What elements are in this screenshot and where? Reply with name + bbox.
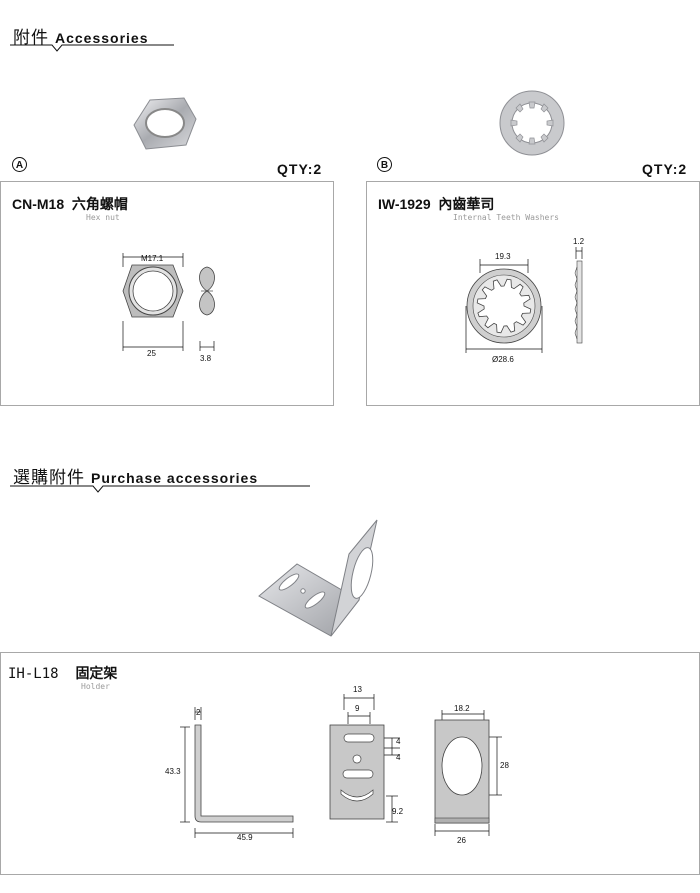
qty-b: QTY:2	[642, 161, 688, 177]
dim-gap1: 4	[396, 737, 401, 746]
hex-nut-photo	[133, 97, 197, 150]
accessories-heading: 附件 Accessories	[13, 23, 149, 48]
dim-hole-w: 18.2	[454, 704, 470, 713]
dim-thread: M17.1	[141, 254, 164, 263]
hex-nut-drawing: M17.1 25 3.8	[122, 253, 215, 363]
purchase-title-en: Purchase accessories	[91, 470, 259, 486]
dim-holder-thickness: 2	[196, 708, 201, 717]
dim-inner: 19.3	[495, 252, 511, 261]
accessories-underline	[10, 44, 174, 52]
accessories-title-cn: 附件	[13, 28, 49, 47]
dim-washer-thickness: 1.2	[573, 237, 585, 246]
washer-code-text: IW-1929	[378, 196, 431, 212]
marker-a: A	[12, 157, 27, 172]
dim-width-outer: 13	[353, 685, 362, 694]
purchase-underline	[10, 485, 310, 493]
dim-bottom: 9.2	[392, 807, 404, 816]
accessories-title-en: Accessories	[55, 30, 149, 46]
washer-photo	[499, 90, 565, 156]
holder-drawing: 2 43.3 45.9 13 9 4 4 9.2 18.2 28 26	[165, 685, 509, 845]
dim-slot: 9	[355, 704, 360, 713]
dim-width: 25	[147, 349, 156, 358]
purchase-title-cn: 選購附件	[13, 468, 85, 487]
washer-name-cn: 內齒華司	[438, 196, 495, 212]
washer-name-en: Internal Teeth Washers	[453, 213, 559, 222]
dim-outer: Ø28.6	[492, 355, 514, 364]
dim-hole-h: 28	[500, 761, 509, 770]
bracket-photo	[258, 519, 378, 637]
dim-thickness: 3.8	[200, 354, 212, 363]
holder-code: IH-L18 固定架	[8, 663, 117, 683]
holder-name-en: Holder	[81, 682, 110, 691]
washer-drawing: 19.3 1.2 Ø28.6	[465, 237, 585, 364]
hex-nut-code-text: CN-M18	[12, 196, 65, 212]
holder-panel: IH-L18 固定架 Holder	[0, 652, 700, 875]
hex-nut-panel: CN-M18 六角螺帽 Hex nut	[0, 181, 334, 406]
hex-nut-code: CN-M18 六角螺帽	[12, 194, 128, 214]
purchase-heading: 選購附件 Purchase accessories	[13, 463, 258, 488]
marker-b: B	[377, 157, 392, 172]
washer-code: IW-1929 內齒華司	[378, 194, 494, 214]
qty-a: QTY:2	[277, 161, 323, 177]
dim-face-w: 26	[457, 836, 466, 845]
hex-nut-name-cn: 六角螺帽	[71, 196, 128, 212]
hex-nut-name-en: Hex nut	[86, 213, 120, 222]
dim-gap2: 4	[396, 753, 401, 762]
dim-holder-length: 45.9	[237, 833, 253, 842]
dim-holder-height: 43.3	[165, 767, 181, 776]
holder-name-cn: 固定架	[75, 665, 118, 681]
holder-code-text: IH-L18	[8, 666, 59, 682]
